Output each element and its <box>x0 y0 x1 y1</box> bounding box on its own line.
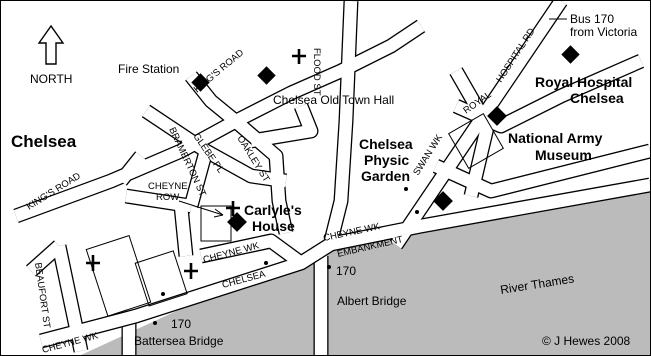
physic-garden-label-1: Chelsea <box>359 136 413 152</box>
bus-stop-west-label: 170 <box>171 317 191 331</box>
town-hall-marker <box>257 66 276 85</box>
battersea-bridge-label: Battersea Bridge <box>134 334 224 348</box>
fire-station-marker <box>191 73 210 92</box>
church-icon <box>226 201 240 216</box>
copyright-label: © J Hewes 2008 <box>542 334 631 348</box>
bus-stop-east-label: 170 <box>336 264 356 278</box>
physic-garden-label-2: Physic <box>364 152 409 168</box>
point-dots <box>153 187 419 325</box>
national-army-museum-marker <box>487 106 507 126</box>
north-label: NORTH <box>30 72 72 86</box>
church-markers <box>86 49 306 279</box>
old-town-hall-label: Chelsea Old Town Hall <box>273 93 394 107</box>
street-label-beaufort-st: BEAUFORT ST <box>32 262 52 329</box>
carlyles-house-label-2: House <box>252 218 295 234</box>
river-thames <box>81 186 650 355</box>
street-label-flood-st: FLOOD ST <box>311 48 322 96</box>
fire-station-label: Fire Station <box>118 62 179 76</box>
national-army-museum-label-1: National Army <box>508 130 603 146</box>
swan-wk-marker <box>433 191 453 211</box>
bus-info-line-1: Bus 170 <box>570 12 614 26</box>
church-icon <box>292 49 306 64</box>
albert-bridge-label: Albert Bridge <box>337 294 407 308</box>
north-arrow: NORTH <box>30 24 72 86</box>
church-icon <box>184 263 198 279</box>
bus-info-line-2: from Victoria <box>570 25 637 39</box>
physic-garden-label-3: Garden <box>361 168 410 184</box>
royal-hospital-marker <box>561 45 580 64</box>
national-army-museum-label-2: Museum <box>535 147 592 163</box>
royal-hospital-label-1: Royal Hospital <box>535 74 632 90</box>
north-arrow-icon <box>37 24 65 65</box>
carlyles-house-label-1: Carlyle's <box>244 202 302 218</box>
cheyne-row-pointer <box>178 200 224 216</box>
district-label-chelsea: Chelsea <box>11 132 77 151</box>
church-icon <box>86 255 100 271</box>
landmark-markers <box>191 45 580 232</box>
road-fills <box>13 1 650 353</box>
cheyne-row-label-1: CHEYNE <box>148 181 188 192</box>
street-label-kings-road-upper: KING'S ROAD <box>192 47 246 95</box>
royal-hospital-label-2: Chelsea <box>570 90 624 106</box>
carlyles-house-marker <box>227 212 247 232</box>
cheyne-row-label-2: ROW <box>156 192 179 203</box>
